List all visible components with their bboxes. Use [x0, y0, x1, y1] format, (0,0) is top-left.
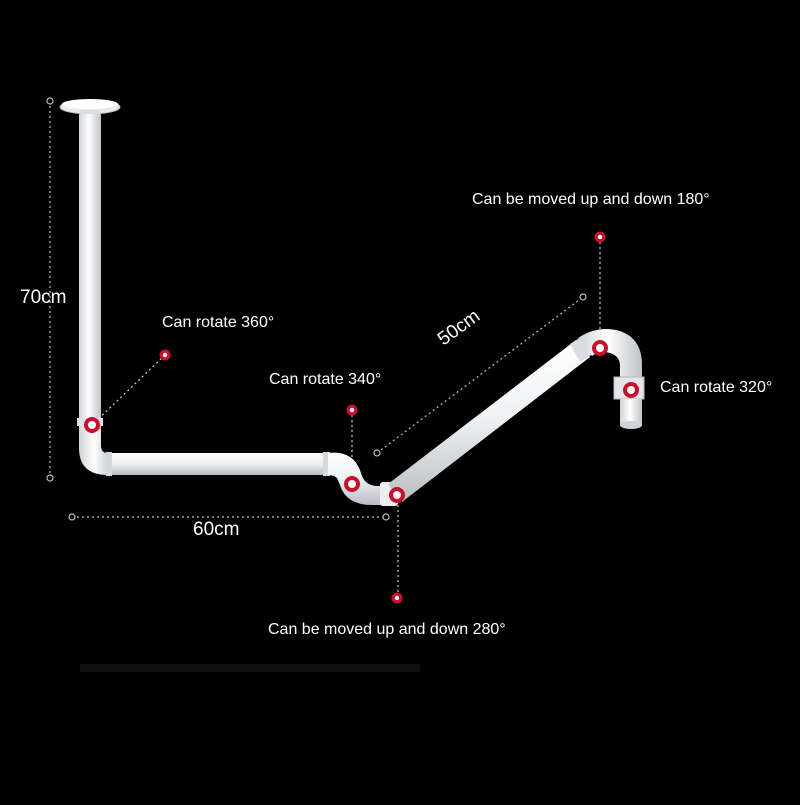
marker-moved-180-target — [592, 340, 608, 356]
ceiling-mount — [59, 99, 121, 116]
diagonal-arm — [388, 340, 590, 502]
rotate-360-label: Can rotate 360° — [162, 314, 275, 331]
marker-rotate-340-dot — [346, 404, 358, 416]
arm-guide-line — [376, 296, 584, 454]
marker-rotate-320-target — [623, 382, 639, 398]
lower-elbow — [79, 430, 112, 475]
markers — [84, 231, 639, 604]
guide-endpoints — [46, 97, 587, 521]
horizontal-pipe — [108, 453, 333, 475]
moved-280-label: Can be moved up and down 280° — [268, 621, 506, 638]
marker-moved-180-dot — [594, 231, 606, 243]
base-length-dimension-label: 60cm — [193, 519, 240, 540]
vertical-pipe — [79, 114, 101, 434]
moved-180-label: Can be moved up and down 180° — [472, 191, 710, 208]
rotate-320-label: Can rotate 320° — [660, 379, 773, 396]
dimension-guides — [49, 101, 584, 518]
height-dimension-label: 70cm — [20, 287, 67, 308]
marker-rotate-360-dot — [159, 349, 171, 361]
marker-rotate-360-target — [84, 417, 100, 433]
marker-moved-280-target — [389, 487, 405, 503]
rotate-340-label: Can rotate 340° — [269, 371, 382, 388]
marker-rotate-340-target — [344, 476, 360, 492]
s-bend-joint — [328, 452, 392, 505]
marker-moved-280-dot — [391, 592, 403, 604]
leader-lines — [91, 237, 601, 598]
